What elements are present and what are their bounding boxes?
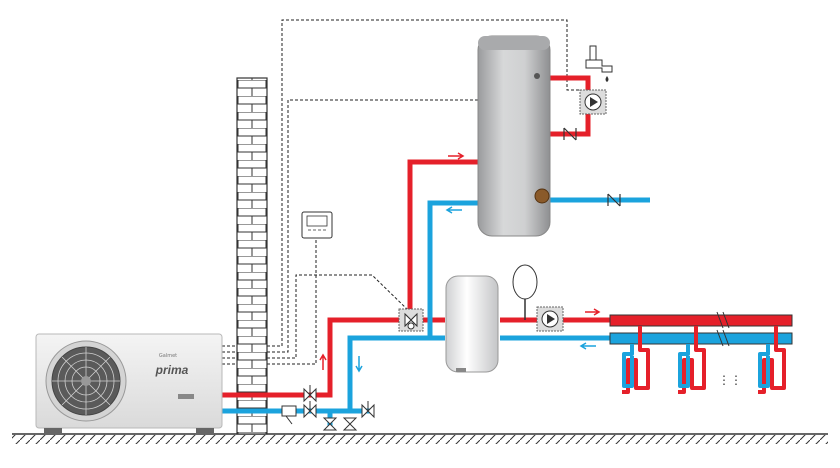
heat-pump-model: prima xyxy=(155,363,189,377)
dhw-circulation-pump-icon xyxy=(579,89,607,115)
floor-heating-loops xyxy=(622,326,786,394)
filter-icon xyxy=(281,405,297,425)
hot-water-tank xyxy=(477,35,551,237)
expansion-vessel-icon xyxy=(512,264,538,320)
circulation-pump-icon xyxy=(536,306,564,332)
floor-loop-return xyxy=(758,344,770,388)
faucet-icon xyxy=(585,45,613,82)
three-way-valve-icon xyxy=(398,308,424,332)
supply-piping xyxy=(220,75,612,398)
flow-arrows xyxy=(319,152,601,373)
floor-loop-supply xyxy=(678,326,706,394)
floor-loop-return xyxy=(678,344,690,388)
underfloor-heating-manifold xyxy=(609,311,793,347)
heat-pump-unit: Galmet prima xyxy=(35,333,223,433)
buffer-tank xyxy=(445,275,499,373)
check-valve-icon xyxy=(563,127,621,207)
brick-wall xyxy=(236,77,268,435)
heat-pump-brand: Galmet xyxy=(159,353,177,359)
loop-ellipsis: ⋮⋮ xyxy=(718,373,742,387)
floor-loop-supply xyxy=(622,326,650,394)
room-controller-icon xyxy=(301,211,333,239)
floor-loop xyxy=(758,326,786,394)
floor-loop xyxy=(678,326,706,394)
fan-icon xyxy=(45,340,127,422)
floor-loop xyxy=(622,326,650,394)
ground-hatch-icon xyxy=(12,433,828,444)
floor-loop-return xyxy=(622,344,634,388)
floor-loop-supply xyxy=(758,326,786,394)
ball-valve-icon xyxy=(303,385,375,431)
